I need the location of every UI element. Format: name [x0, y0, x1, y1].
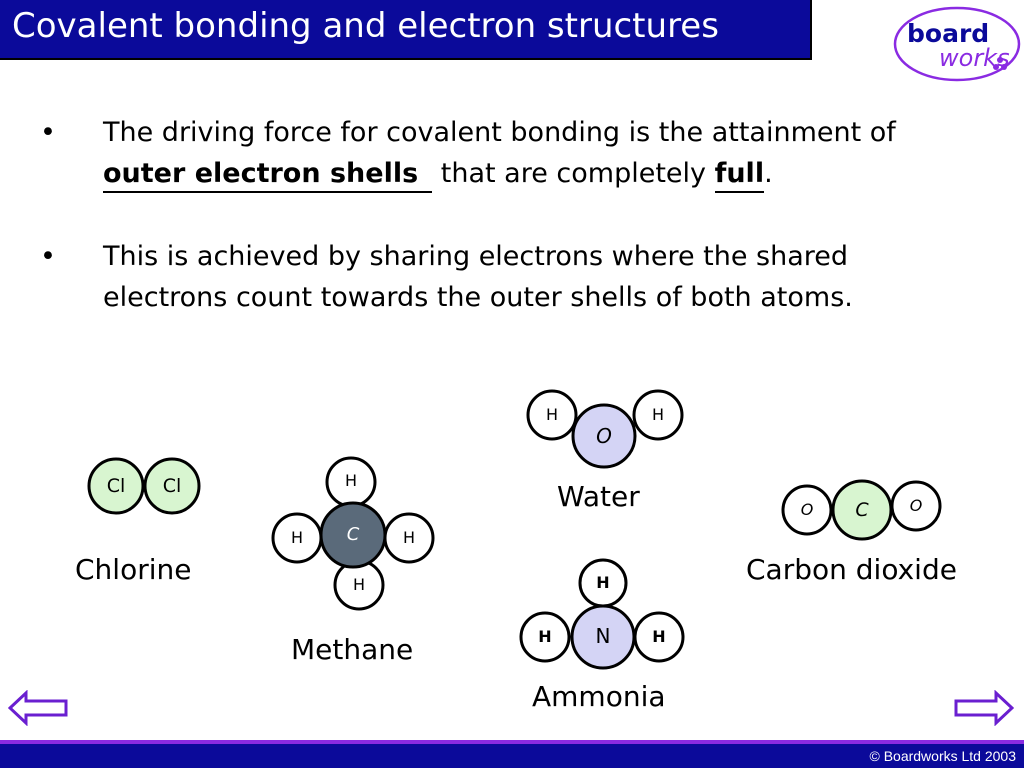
chlorine-molecule: Cl Cl [87, 457, 208, 518]
methane-label: Methane [291, 633, 414, 666]
chlorine-label: Chlorine [75, 553, 192, 586]
bullet-list: • The driving force for covalent bonding… [40, 112, 940, 360]
atom-label: H [402, 528, 416, 547]
methane-molecule: H H H H C [270, 455, 440, 615]
next-arrow-icon[interactable] [952, 689, 1015, 727]
water-label: Water [557, 480, 640, 513]
bullet-2-text: This is achieved by sharing electrons wh… [103, 241, 853, 313]
atom-label: H [352, 575, 366, 594]
page-title: Covalent bonding and electron structures [12, 6, 719, 46]
atom-label: H [545, 405, 559, 424]
bullet-1-text-c: . [764, 158, 773, 189]
atom-label: H [344, 471, 358, 490]
bullet-1-text-b: that are completely [432, 158, 715, 189]
carbon-dioxide-molecule: O O C [780, 479, 950, 550]
copyright-text: © Boardworks Ltd 2003 [869, 748, 1016, 764]
atom-label: C [346, 524, 360, 545]
bullet-1-text-a: The driving force for covalent bonding i… [103, 117, 896, 148]
ammonia-molecule: H H H N [518, 558, 688, 673]
blank-full: full [714, 157, 765, 193]
footer-bar: © Boardworks Ltd 2003 [0, 740, 1024, 768]
bullet-dot: • [40, 117, 56, 148]
atom-label: N [595, 624, 611, 648]
atom-label: O [909, 496, 923, 515]
atom-label: O [596, 424, 612, 448]
ammonia-label: Ammonia [532, 680, 666, 713]
atom-label: H [538, 627, 552, 646]
atom-label: Cl [106, 475, 126, 497]
svg-text:board: board [907, 19, 989, 48]
atom-label: H [290, 528, 304, 547]
atom-label: H [652, 627, 666, 646]
carbon-dioxide-label: Carbon dioxide [746, 553, 957, 586]
title-bar: Covalent bonding and electron structures [0, 0, 812, 60]
atom-label: H [651, 405, 665, 424]
bullet-dot: • [40, 241, 56, 272]
bullet-2: • This is achieved by sharing electrons … [40, 236, 940, 318]
atom-label: Cl [162, 475, 182, 497]
atom-label: C [855, 499, 869, 521]
previous-arrow-icon[interactable] [7, 689, 70, 727]
blank-outer-electron-shells: outer electron shells [103, 157, 433, 193]
atom-label: O [800, 500, 814, 519]
boardworks-logo: board works [893, 4, 1023, 82]
chlorine-atom-2 [143, 457, 201, 515]
chlorine-atom-1 [87, 457, 145, 515]
water-molecule: H H O [526, 388, 687, 469]
atom-label: H [596, 573, 610, 592]
bullet-1: • The driving force for covalent bonding… [40, 112, 940, 194]
